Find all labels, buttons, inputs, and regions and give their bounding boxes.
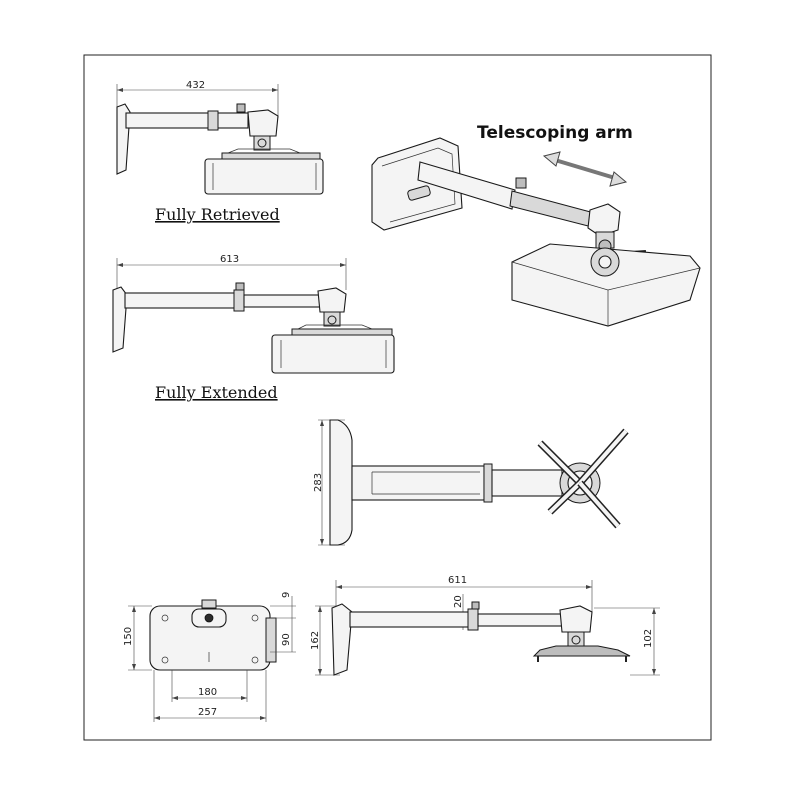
- retrieved-head: [247, 109, 279, 137]
- title-telescoping-arm: Telescoping arm: [477, 123, 633, 143]
- perspective-view: Telescoping arm: [371, 123, 701, 327]
- extended-arm-outer: [124, 292, 238, 309]
- extended-head: [317, 287, 347, 313]
- side-offset-dim: 20: [453, 595, 464, 608]
- mount-hole-spacing-dim: 90: [281, 633, 292, 646]
- extended-projector: [271, 334, 395, 374]
- perspective-arm-outer: [417, 161, 516, 210]
- side-spider-bracket: [532, 645, 631, 657]
- perspective-head: [587, 203, 621, 237]
- sheet-border: [83, 54, 712, 741]
- extended-arm-inner: [243, 294, 321, 308]
- retrieved-projector: [204, 158, 324, 195]
- perspective-arm-inner: [509, 190, 599, 229]
- caption-extended: Fully Extended: [155, 383, 278, 402]
- mount-height-dim: 150: [123, 627, 134, 646]
- perspective-projector: [511, 243, 701, 327]
- top-wall-plate: [329, 419, 353, 546]
- top-arm-inner: [491, 469, 563, 497]
- side-length-dim: 611: [448, 575, 467, 586]
- extended-view: 613 Fully Extended: [112, 254, 395, 402]
- side-view: 611 20 162 102: [310, 575, 660, 676]
- retrieved-arm: [125, 112, 249, 129]
- retrieved-view: 432 Fully Retrieved: [116, 80, 324, 224]
- side-head: [559, 605, 593, 633]
- mount-width-dim: 257: [198, 707, 217, 718]
- caption-retrieved: Fully Retrieved: [155, 205, 280, 224]
- perspective-wall-plate: [371, 137, 463, 231]
- extended-wall-plate: [112, 286, 128, 353]
- extended-length-dim: 613: [220, 254, 239, 265]
- telescoping-double-arrow-icon: [542, 151, 628, 187]
- mount-inner-width-dim: 180: [198, 687, 217, 698]
- plate-height-dim: 283: [313, 473, 324, 492]
- side-arm-outer: [349, 611, 471, 628]
- retrieved-length-dim: 432: [186, 80, 205, 91]
- side-wall-plate: [331, 603, 353, 676]
- side-arm-inner: [477, 613, 564, 627]
- side-plate-height-dim: 162: [310, 631, 321, 650]
- top-view: 283: [313, 419, 629, 546]
- side-drop-dim: 102: [643, 629, 654, 648]
- mount-plate-view: 150 9 90 180 257: [123, 592, 296, 722]
- mount-offset-dim: 9: [281, 592, 292, 598]
